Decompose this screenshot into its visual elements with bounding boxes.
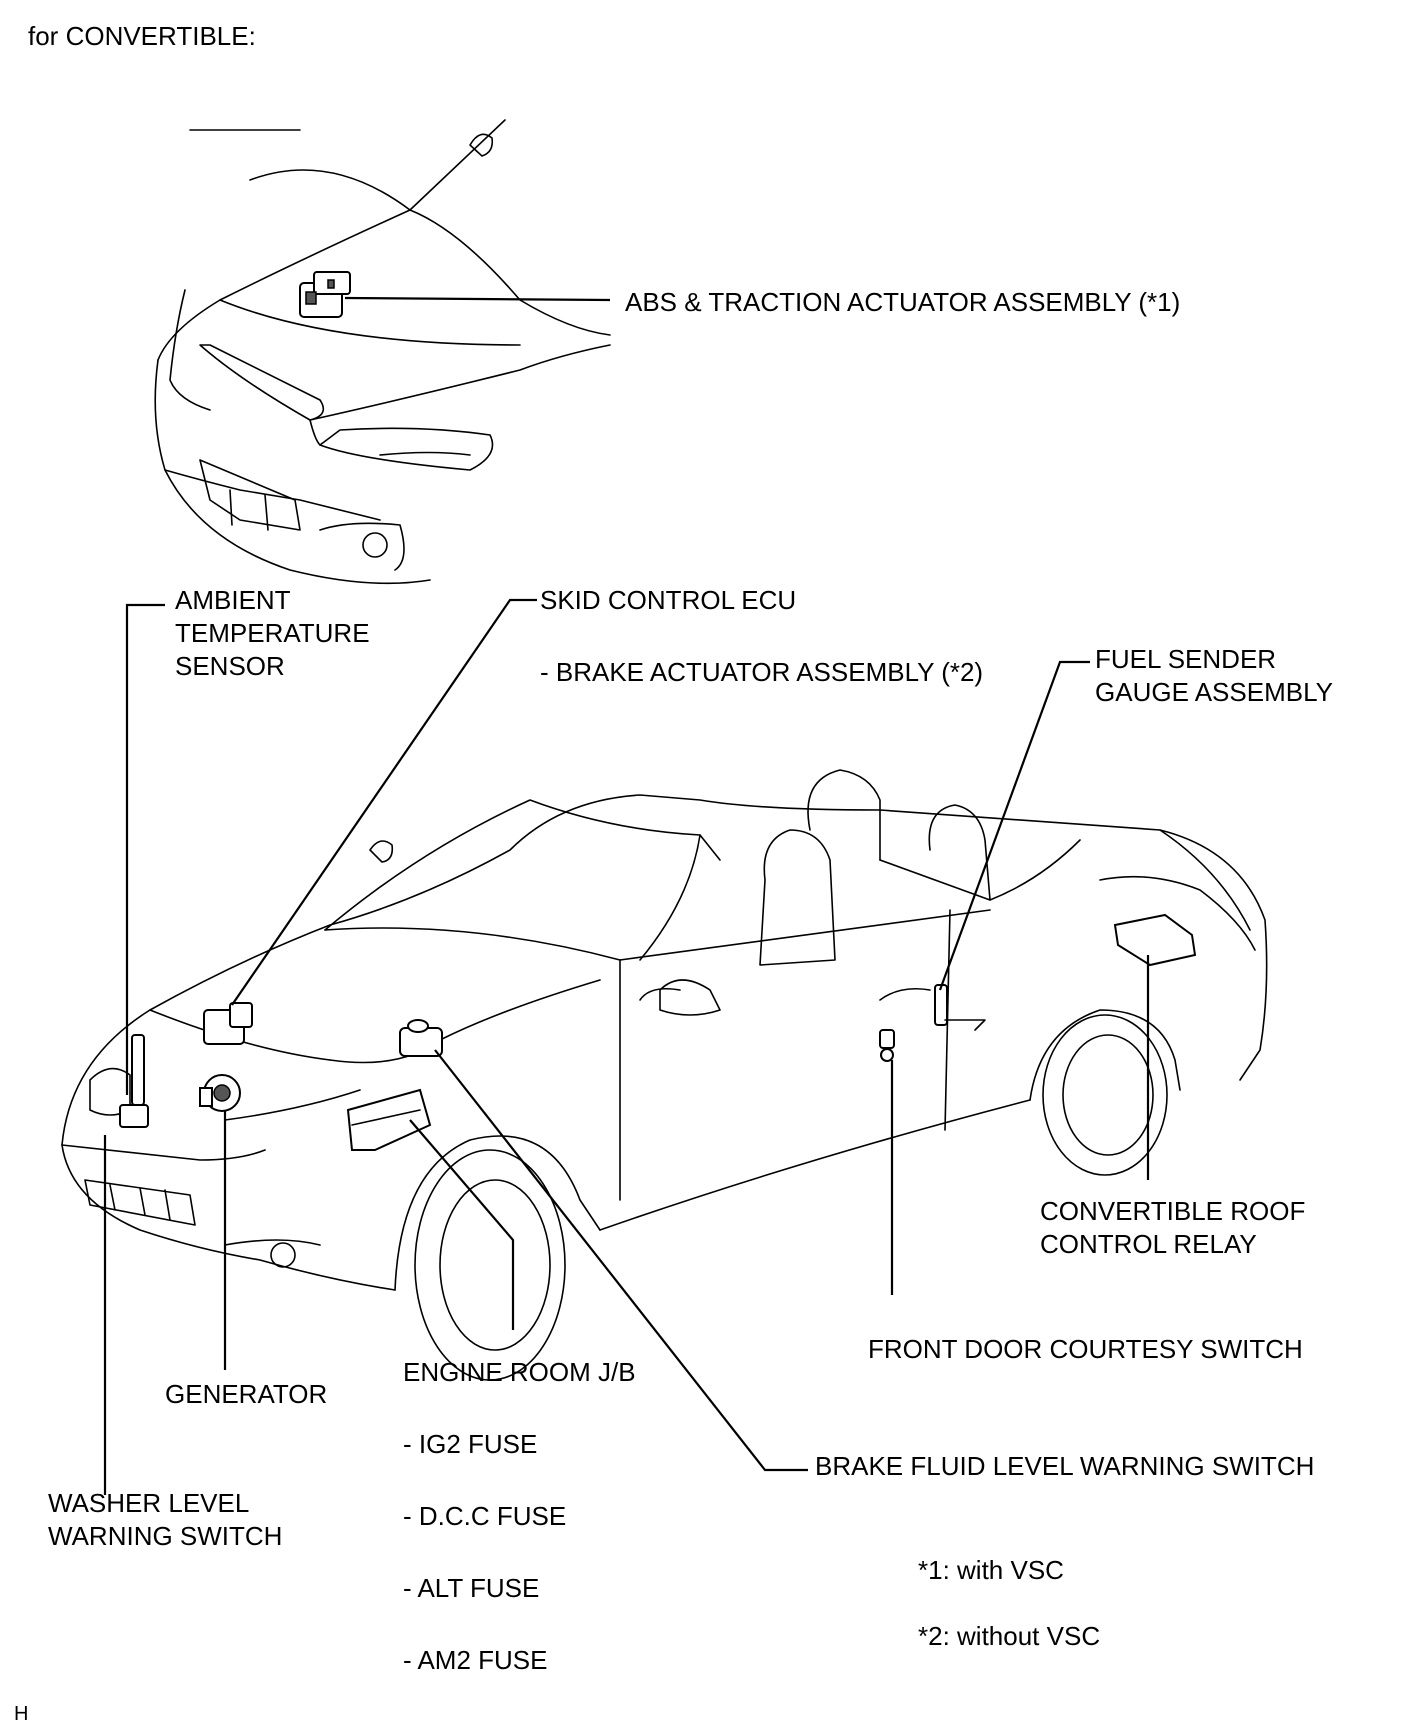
label-door-switch: FRONT DOOR COURTESY SWITCH — [868, 1334, 1303, 1364]
label-ambient-line-1: AMBIENT — [175, 585, 291, 615]
label-engine-jb: ENGINE ROOM J/B — [403, 1357, 636, 1387]
leader-ambient — [125, 603, 165, 1095]
label-relay-line-2: CONTROL RELAY — [1040, 1229, 1257, 1259]
label-fuel-line-2: GAUGE ASSEMBLY — [1095, 677, 1333, 707]
label-brake-actuator: - BRAKE ACTUATOR ASSEMBLY (*2) — [540, 657, 984, 687]
label-brake-fluid: BRAKE FLUID LEVEL WARNING SWITCH — [815, 1451, 1315, 1481]
leader-lines — [103, 598, 1150, 1495]
generator-part — [199, 1074, 241, 1112]
top-car-drawing — [154, 119, 611, 585]
fuse-am2: - AM2 FUSE — [403, 1645, 548, 1675]
brake-fluid-reservoir — [399, 1019, 443, 1057]
fuse-ig2: - IG2 FUSE — [403, 1429, 538, 1459]
washer-tank-part — [119, 1034, 149, 1128]
bottom-car-drawing — [61, 769, 1268, 1381]
engine-room-jb-part — [346, 1088, 432, 1151]
abs-actuator-part — [299, 271, 351, 318]
door-switch-part — [879, 1029, 895, 1062]
header-text: for CONVERTIBLE: — [28, 21, 256, 51]
note-vsc-2: *2: without VSC — [918, 1621, 1101, 1651]
leader-abs — [344, 296, 611, 302]
label-ambient-line-3: SENSOR — [175, 651, 285, 681]
label-generator: GENERATOR — [165, 1379, 328, 1409]
fuse-alt: - ALT FUSE — [403, 1573, 540, 1603]
label-relay-line-1: CONVERTIBLE ROOF — [1040, 1196, 1306, 1226]
label-ambient-line-2: TEMPERATURE — [175, 618, 370, 648]
note-vsc-1: *1: with VSC — [918, 1555, 1064, 1585]
label-washer-line-2: WARNING SWITCH — [48, 1521, 283, 1551]
footer-code: H — [14, 1703, 29, 1725]
fuse-dcc: - D.C.C FUSE — [403, 1501, 567, 1531]
label-skid-ecu: SKID CONTROL ECU — [540, 585, 797, 615]
label-washer-line-1: WASHER LEVEL — [48, 1488, 250, 1518]
label-fuel-line-1: FUEL SENDER — [1095, 644, 1277, 674]
skid-ecu-part — [203, 1002, 253, 1045]
leader-brake-fluid — [434, 1049, 808, 1472]
label-abs-actuator: ABS & TRACTION ACTUATOR ASSEMBLY (*1) — [625, 287, 1181, 317]
leader-skid — [231, 598, 537, 1006]
roof-relay-part — [1113, 913, 1197, 967]
leader-jb — [409, 1119, 515, 1330]
leader-fuel — [938, 660, 1090, 991]
fuel-sender-part — [934, 984, 986, 1031]
